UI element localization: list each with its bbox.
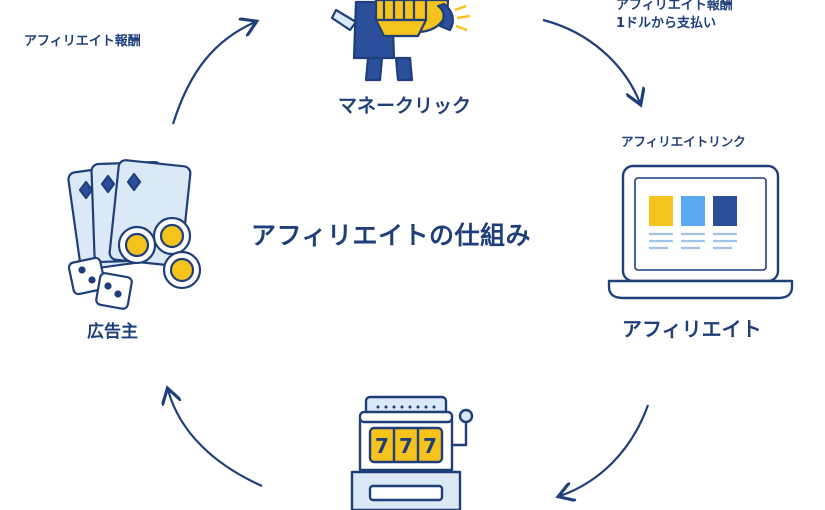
annotation-affiliate-reward: アフィリエイト報酬 — [24, 34, 141, 49]
arrow-top-to-right — [542, 18, 640, 103]
arrow-left-to-top — [171, 22, 255, 125]
node-label-affiliate: アフィリエイト — [622, 317, 762, 341]
annotation-payout: アフィリエイト報酬 1ドルから支払い — [616, 0, 733, 33]
cards-chips-dice-icon — [67, 159, 202, 310]
annotation-payout-line1: アフィリエイト報酬 — [616, 0, 733, 13]
annotation-payout-line2: 1ドルから支払い — [616, 16, 717, 31]
node-label-advertiser: 広告主 — [87, 322, 138, 342]
laptop-icon — [607, 164, 794, 300]
arrow-bottom-to-left — [168, 390, 263, 488]
slot-reel-3: 7 — [423, 434, 437, 458]
arrow-right-to-bottom — [560, 404, 650, 496]
slot-reel-2: 7 — [399, 434, 413, 458]
annotation-affiliate-link: アフィリエイトリンク — [621, 134, 746, 149]
node-label-money-click: マネークリック — [338, 95, 472, 117]
mascot-icon — [330, 0, 471, 82]
diagram-title: アフィリエイトの仕組み — [251, 221, 532, 250]
slot-reel-1: 7 — [375, 434, 389, 458]
slot-machine-icon: 7 7 7 — [350, 395, 474, 510]
